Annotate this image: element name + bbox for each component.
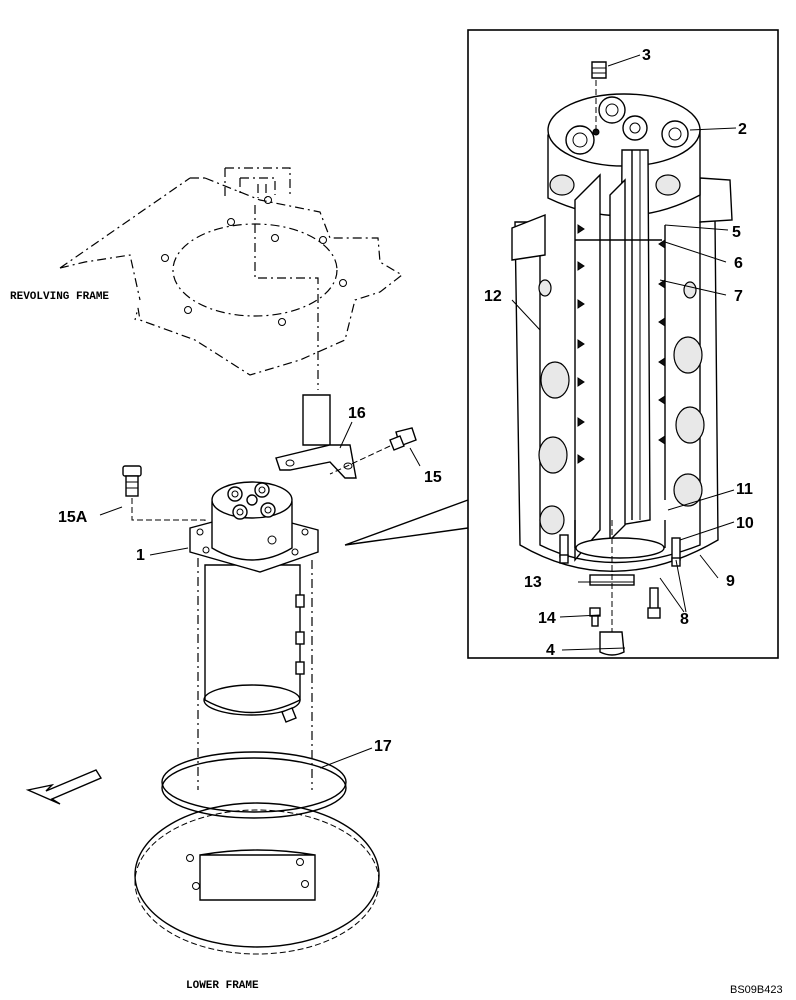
plug-4 [599, 631, 625, 656]
lower-frame-label: LOWER FRAME [186, 980, 259, 992]
callout-9: 9 [726, 573, 735, 590]
callout-6: 6 [734, 255, 743, 272]
callout-17: 17 [374, 738, 392, 755]
front-direction-arrow [25, 769, 103, 805]
callout-8: 8 [680, 611, 689, 628]
revolving-frame: REVOLVING FRAME [10, 167, 404, 390]
plug-3 [591, 61, 607, 79]
callout-12: 12 [484, 288, 502, 305]
callout-14: 14 [538, 610, 556, 627]
detail-leader [344, 499, 469, 546]
callout-11: 11 [736, 481, 753, 498]
groove-row [577, 224, 666, 464]
callout-16: 16 [348, 405, 366, 422]
callout-7: 7 [734, 288, 743, 305]
o-ring-17 [161, 747, 373, 819]
bolt-15a [99, 465, 206, 528]
callout-13: 13 [524, 574, 542, 591]
callout-1: 1 [136, 547, 145, 564]
side-ports-left [538, 174, 575, 535]
bracket-16 [275, 394, 357, 479]
bolt-15 [329, 427, 421, 475]
callout-2: 2 [738, 121, 747, 138]
callouts: 3 2 5 6 7 12 11 10 9 13 8 14 4 16 15 15A… [58, 47, 754, 755]
callout-15a: 15A [58, 509, 88, 526]
side-ports-right [655, 174, 705, 507]
callout-15: 15 [424, 469, 442, 486]
drawing-code: BS09B423 [730, 984, 783, 996]
swivel-joint-1 [149, 481, 319, 723]
lower-frame: LOWER FRAME [134, 802, 380, 992]
center-lines [197, 558, 313, 790]
revolving-frame-label: REVOLVING FRAME [10, 291, 109, 303]
detail-box [467, 29, 779, 659]
callout-3: 3 [642, 47, 651, 64]
callout-5: 5 [732, 224, 741, 241]
callout-10: 10 [736, 515, 754, 532]
callout-4: 4 [546, 642, 555, 659]
